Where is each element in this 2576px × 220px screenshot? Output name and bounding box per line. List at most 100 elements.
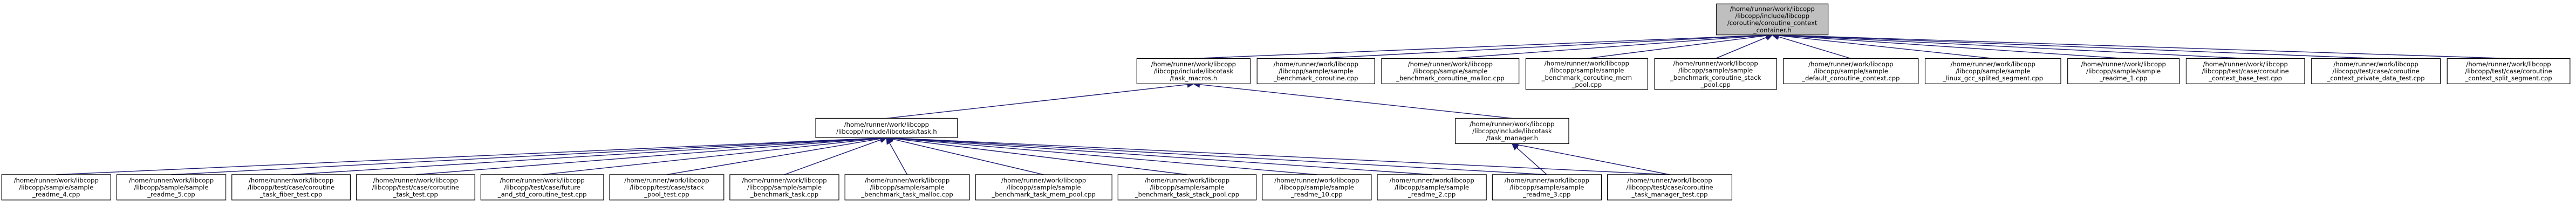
edge-line bbox=[1778, 35, 2509, 59]
node-box[interactable] bbox=[1783, 58, 1919, 85]
node-label-line: /home/runner/work/libcopp bbox=[1274, 60, 1358, 68]
node-task_manager_test[interactable]: /home/runner/work/libcopp/libcopp/test/c… bbox=[1607, 174, 1732, 201]
node-box[interactable] bbox=[1455, 118, 1569, 145]
edge-stack_pool_test-to-task_h bbox=[666, 135, 888, 175]
node-box[interactable] bbox=[116, 174, 227, 201]
node-bench_coroutine_stack_pool[interactable]: /home/runner/work/libcopp/libcopp/sample… bbox=[1654, 58, 1777, 90]
node-bench_coroutine_malloc[interactable]: /home/runner/work/libcopp/libcopp/sample… bbox=[1381, 58, 1520, 85]
node-label-line: /home/runner/work/libcopp bbox=[249, 176, 333, 184]
node-box[interactable] bbox=[815, 118, 958, 138]
node-label-line: _pool.cpp bbox=[1700, 81, 1730, 88]
node-box[interactable] bbox=[1377, 174, 1487, 201]
edge-task_h-to-task_macros bbox=[886, 81, 1195, 119]
node-label-line: _context_split_segment.cpp bbox=[2464, 74, 2552, 82]
node-label-line: _pool.cpp bbox=[1571, 81, 1602, 88]
node-task_manager_h[interactable]: /home/runner/work/libcopp/libcopp/includ… bbox=[1455, 118, 1569, 145]
node-readme_3[interactable]: /home/runner/work/libcopp/libcopp/sample… bbox=[1492, 174, 1602, 201]
node-linux_gcc_splited_segment[interactable]: /home/runner/work/libcopp/libcopp/sample… bbox=[1924, 58, 2061, 85]
node-bench_coroutine_mem_pool[interactable]: /home/runner/work/libcopp/libcopp/sample… bbox=[1525, 58, 1649, 90]
node-default_coroutine_context[interactable]: /home/runner/work/libcopp/libcopp/sample… bbox=[1783, 58, 1919, 85]
node-readme_1[interactable]: /home/runner/work/libcopp/libcopp/sample… bbox=[2067, 58, 2180, 85]
node-label-line: /libcopp/sample/sample bbox=[1279, 67, 1353, 75]
edge-line bbox=[415, 138, 881, 175]
node-label-line: _benchmark_task_malloc.cpp bbox=[860, 191, 953, 198]
node-label-line: _readme_3.cpp bbox=[1522, 191, 1570, 198]
node-box[interactable] bbox=[1607, 174, 1732, 201]
node-future_and_std_coroutine_test[interactable]: /home/runner/work/libcopp/libcopp/test/c… bbox=[480, 174, 604, 201]
edge-line bbox=[892, 139, 1044, 175]
node-readme_2[interactable]: /home/runner/work/libcopp/libcopp/sample… bbox=[1377, 174, 1487, 201]
edge-readme_5-to-task_h bbox=[171, 134, 888, 175]
node-box[interactable] bbox=[1381, 58, 1520, 85]
node-readme_4[interactable]: /home/runner/work/libcopp/libcopp/sample… bbox=[1, 174, 111, 201]
node-label-line: /libcopp/include/libcotask bbox=[1472, 127, 1552, 135]
node-coroutine_task_test[interactable]: /home/runner/work/libcopp/libcopp/test/c… bbox=[356, 174, 475, 201]
node-box[interactable] bbox=[2311, 58, 2441, 85]
node-bench_coroutine[interactable]: /home/runner/work/libcopp/libcopp/sample… bbox=[1256, 58, 1375, 85]
node-coroutine_context_split_segment[interactable]: /home/runner/work/libcopp/libcopp/test/c… bbox=[2447, 58, 2571, 85]
node-coroutine_context_private_data_test[interactable]: /home/runner/work/libcopp/libcopp/test/c… bbox=[2311, 58, 2441, 85]
node-label-line: /libcopp/sample/sample bbox=[1956, 67, 2030, 75]
node-stack_pool_test[interactable]: /home/runner/work/libcopp/libcopp/test/c… bbox=[609, 174, 725, 201]
node-label-line: _context_base_test.cpp bbox=[2208, 74, 2282, 82]
node-label-line: /libcopp/sample/sample bbox=[747, 183, 822, 191]
edge-line bbox=[1450, 35, 1767, 59]
edge-line bbox=[892, 138, 1547, 175]
node-label-line: /home/runner/work/libcopp bbox=[1505, 176, 1589, 184]
edge-line bbox=[56, 138, 881, 175]
node-box[interactable] bbox=[1492, 174, 1602, 201]
node-task_h[interactable]: /home/runner/work/libcopp/libcopp/includ… bbox=[815, 118, 958, 138]
node-label-line: _benchmark_coroutine_stack bbox=[1670, 74, 1761, 81]
node-label-line: _readme_5.cpp bbox=[147, 191, 195, 198]
edge-line bbox=[892, 138, 1432, 175]
node-box[interactable] bbox=[2067, 58, 2180, 85]
node-box[interactable] bbox=[1924, 58, 2061, 85]
node-label-line: /libcopp/sample/sample bbox=[19, 183, 93, 191]
node-box[interactable] bbox=[1117, 174, 1257, 201]
node-label-line: /libcopp/sample/sample bbox=[1395, 183, 1469, 191]
node-box[interactable] bbox=[2447, 58, 2571, 85]
node-box[interactable] bbox=[1654, 58, 1777, 90]
edge-line bbox=[1715, 37, 1767, 59]
node-box[interactable] bbox=[231, 174, 351, 201]
node-box[interactable] bbox=[844, 174, 970, 201]
edge-readme_3-to-task_manager_h bbox=[1511, 143, 1547, 175]
node-box[interactable] bbox=[609, 174, 725, 201]
edge-bench_coroutine_stack_pool-to-root bbox=[1715, 34, 1773, 59]
edge-line bbox=[1778, 35, 2246, 59]
edge-coroutine_context_private_data_test-to-root bbox=[1771, 32, 2376, 59]
node-box[interactable] bbox=[1716, 3, 1829, 36]
node-label-line: /home/runner/work/libcopp bbox=[2203, 60, 2288, 68]
node-label-line: /libcopp/test/case/future bbox=[504, 183, 580, 191]
edge-line bbox=[784, 139, 882, 175]
node-label-line: /home/runner/work/libcopp bbox=[1151, 60, 1236, 68]
node-label-line: /home/runner/work/libcopp bbox=[844, 121, 929, 128]
node-task_fiber_test[interactable]: /home/runner/work/libcopp/libcopp/test/c… bbox=[231, 174, 351, 201]
node-box[interactable] bbox=[480, 174, 604, 201]
edge-bench_task_malloc-to-task_h bbox=[886, 136, 908, 175]
node-bench_task[interactable]: /home/runner/work/libcopp/libcopp/sample… bbox=[729, 174, 839, 201]
node-coroutine_context_base_test[interactable]: /home/runner/work/libcopp/libcopp/test/c… bbox=[2185, 58, 2305, 85]
node-box[interactable] bbox=[729, 174, 839, 201]
node-bench_task_malloc[interactable]: /home/runner/work/libcopp/libcopp/sample… bbox=[844, 174, 970, 201]
node-bench_task_stack_pool[interactable]: /home/runner/work/libcopp/libcopp/sample… bbox=[1117, 174, 1257, 201]
node-box[interactable] bbox=[1256, 58, 1375, 85]
node-label-line: /coroutine/coroutine_context bbox=[1727, 19, 1817, 27]
node-bench_task_mem_pool[interactable]: /home/runner/work/libcopp/libcopp/sample… bbox=[975, 174, 1112, 201]
node-box[interactable] bbox=[1262, 174, 1372, 201]
node-box[interactable] bbox=[1136, 58, 1251, 85]
node-box[interactable] bbox=[1525, 58, 1649, 90]
node-readme_10[interactable]: /home/runner/work/libcopp/libcopp/sample… bbox=[1262, 174, 1372, 201]
node-task_macros[interactable]: /home/runner/work/libcopp/libcopp/includ… bbox=[1136, 58, 1251, 85]
node-box[interactable] bbox=[356, 174, 475, 201]
edge-line bbox=[1199, 84, 1513, 119]
node-label-line: _task_fiber_test.cpp bbox=[259, 191, 322, 198]
node-root[interactable]: /home/runner/work/libcopp/libcopp/includ… bbox=[1716, 3, 1829, 36]
node-box[interactable] bbox=[1, 174, 111, 201]
node-label-line: _readme_2.cpp bbox=[1407, 191, 1456, 198]
graph-edges bbox=[56, 32, 2509, 175]
arrowhead-icon bbox=[1765, 34, 1773, 40]
node-box[interactable] bbox=[2185, 58, 2305, 85]
node-readme_5[interactable]: /home/runner/work/libcopp/libcopp/sample… bbox=[116, 174, 227, 201]
node-box[interactable] bbox=[975, 174, 1112, 201]
